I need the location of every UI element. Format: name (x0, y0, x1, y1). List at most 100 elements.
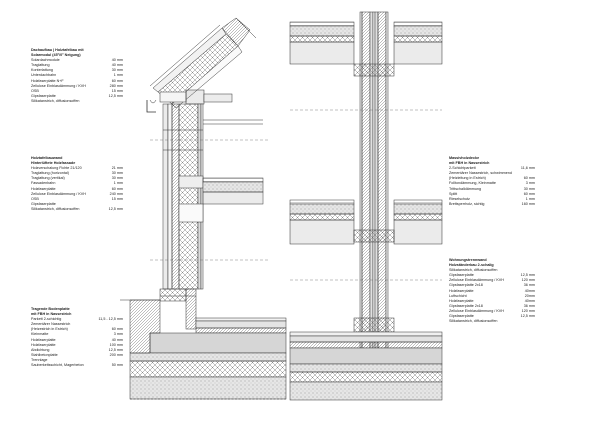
layer-thickness: 60 mm (111, 327, 123, 332)
layer-material: Silikatanstrich, diffusionsoffen (31, 98, 80, 103)
exterior-wall-section (162, 103, 264, 290)
party-wall-section (353, 11, 395, 363)
layer-material: Silikatanstrich, diffusionsoffen (449, 268, 498, 273)
layer-thickness: 15 mm (111, 196, 123, 201)
layer-thickness: 280 mm (109, 83, 123, 88)
layer-material: Zellulose Einblasdämmung / KVH (31, 83, 86, 88)
legend-row: Rieselschutz 1 mm (449, 197, 535, 202)
layer-thickness: 3 mm (525, 181, 535, 186)
legend-title-line: Solarmodul (45°/0° Neigung) (31, 53, 81, 58)
layer-material: Gipsfaserplatte (449, 273, 474, 278)
layer-thickness: 120 mm (521, 308, 535, 313)
legend-title-line: Massivholzdecke (449, 156, 480, 160)
layer-material: Traglattung (horizontal) (31, 171, 69, 176)
layer-thickness: 60 mm (111, 186, 123, 191)
layer-thickness: 40 mm (111, 63, 123, 68)
layer-thickness: 15 mm (111, 88, 123, 93)
layer-thickness: 40mm (524, 288, 535, 293)
ground-floor-right (289, 331, 443, 401)
legend-row: Traglattung (horizontal) 30 mm (31, 171, 123, 176)
legend-row: Abdichtung 12,5 mm (31, 348, 123, 353)
layer-thickness: 30 mm (523, 186, 535, 191)
layer-thickness: 160 mm (521, 201, 535, 206)
layer-material: Zellulose Einblasdämmung / KVH (449, 308, 504, 313)
layer-material: Kleinmatte (31, 332, 49, 337)
legend-row: Gipsfaserplatte 2x18 36 mm (449, 304, 535, 309)
layer-thickness: 240 mm (109, 191, 123, 196)
layer-material: Traglattung (vertikal) (31, 176, 65, 181)
intermediate-floor-middle (289, 199, 443, 245)
legend-roof: Dachaufbau | Holztafelbau mit Solarmodul… (31, 48, 123, 104)
legend-row: Trennlage (31, 358, 123, 363)
layer-material: Holzfaserplatte N+F (31, 78, 64, 83)
layer-material: (Heizleitung in Estrich) (449, 176, 486, 181)
layer-material: Zellulose Einblasdämmung / KVH (31, 191, 86, 196)
layer-thickness: 1 mm (113, 73, 123, 78)
layer-material: Zementärer Nassestrich (31, 322, 71, 327)
layer-thickness: 12,5 mm (108, 347, 123, 352)
legend-base-slab: Tragende Bodenplatte mit FBH in Nassestr… (31, 307, 123, 368)
legend-row: Silikatanstrich, diffusionsoffen (449, 319, 535, 324)
layer-thickness: 40 mm (111, 337, 123, 342)
layer-material: Fassadenbahn (31, 181, 56, 186)
layer-material: Gipsfaserplatte 2x18 (449, 303, 483, 308)
legend-title-line: Hinterlüftete Holzfassade (31, 161, 76, 166)
layer-thickness: 1 mm (525, 196, 535, 201)
layer-material: Solardachmodule (31, 58, 60, 63)
legend-title-line: mit FBH in Nassestrich (449, 161, 490, 166)
layer-material: Abdichtung (31, 347, 50, 352)
layer-thickness: 200 mm (109, 352, 123, 357)
legend-title-line: Tragende Bodenplatte (31, 307, 70, 311)
legend-row: Zellulose Einblasdämmung / KVH 240 mm (31, 192, 123, 197)
layer-material: Gipsfaserplatte 2x18 (449, 283, 483, 288)
layer-thickness: 36 mm (523, 303, 535, 308)
layer-material: Silikatanstrich, diffusionsoffen (449, 319, 498, 324)
legend-row: Zellulose Einblasdämmung / KVH 120 mm (449, 309, 535, 314)
layer-thickness: 50 mm (111, 363, 123, 368)
legend-title-line: Holztafelbauwand (31, 156, 63, 160)
legend-row: Silikatanstrich, diffusionsoffen (449, 268, 535, 273)
legend-row: Gipsfaserplatte (31, 202, 123, 207)
legend-row: OSB 15 mm (31, 197, 123, 202)
layer-material: Splitt (449, 191, 458, 196)
layer-thickness: 3 mm (113, 332, 123, 337)
layer-thickness: 120 mm (521, 278, 535, 283)
layer-material: OSB (31, 196, 39, 201)
layer-material: Holzfaserplatte (31, 337, 56, 342)
layer-material: 2-Schichtparkett (449, 166, 476, 171)
layer-thickness: 21 mm (111, 166, 123, 171)
legend-title-line: Dachaufbau | Holztafelbau mit (31, 48, 84, 52)
layer-material: Trittschalldämmung (449, 186, 482, 191)
layer-material: Stahlbetonplatte (31, 352, 58, 357)
layer-thickness: 40mm (524, 298, 535, 303)
legend-title-line: mit FBH in Nassestrich (31, 312, 72, 317)
layer-thickness: 12,5 mm (520, 273, 535, 278)
layer-thickness: 11,6 mm (520, 166, 535, 171)
layer-material: Rieselschutz (449, 196, 470, 201)
layer-material: Trennlage (31, 357, 48, 362)
layer-thickness: 30 mm (111, 171, 123, 176)
legend-row: Kleinmatte 3 mm (31, 332, 123, 337)
layer-thickness: 30 mm (111, 68, 123, 73)
legend-row: (Heizestrich in Estrich)60 mm (31, 327, 123, 332)
intermediate-floor-upper (289, 21, 443, 65)
layer-material: Brettsperrholz, sichtig (449, 201, 485, 206)
legend-row: Zementärer Nassestrich, schwimmend (449, 171, 535, 176)
